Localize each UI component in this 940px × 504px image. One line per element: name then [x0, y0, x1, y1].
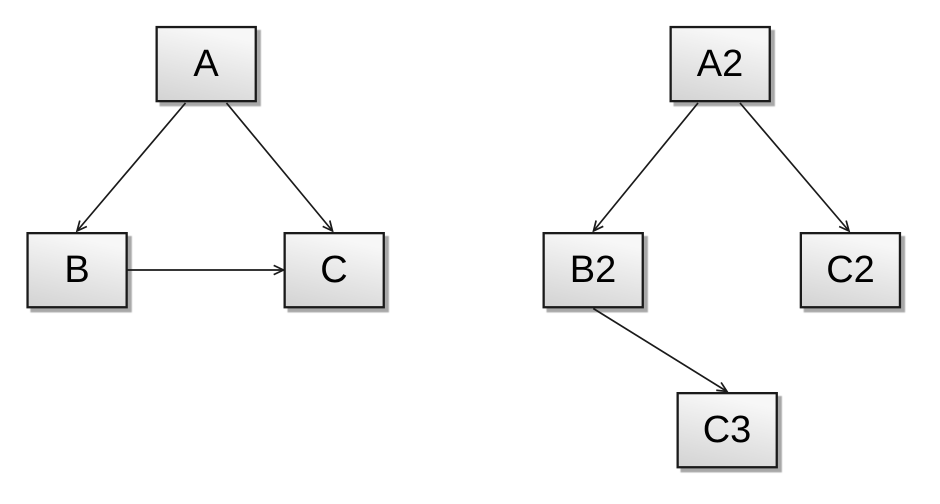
svg-text:C: C [320, 249, 347, 291]
svg-text:B: B [64, 249, 89, 291]
svg-text:B2: B2 [570, 249, 616, 291]
svg-text:C3: C3 [703, 409, 752, 451]
svg-text:A2: A2 [697, 43, 743, 85]
svg-text:A: A [193, 43, 219, 85]
svg-text:C2: C2 [826, 249, 875, 291]
